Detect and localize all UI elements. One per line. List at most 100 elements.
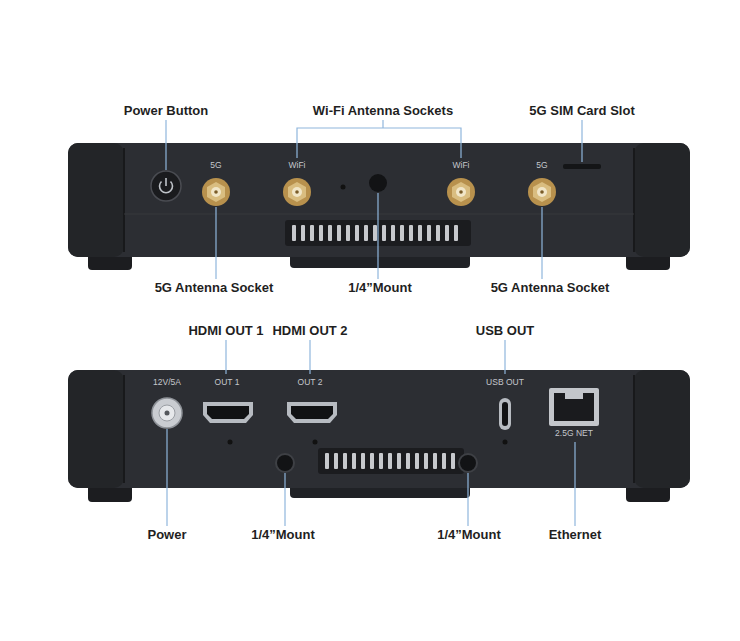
callout-label: 1/4”Mount bbox=[251, 528, 315, 542]
power-button bbox=[165, 178, 167, 186]
vent-slot bbox=[361, 453, 365, 469]
vent-slot bbox=[292, 225, 296, 241]
vent-slot bbox=[454, 225, 458, 241]
vent-slot bbox=[391, 225, 395, 241]
antenna-socket bbox=[533, 182, 551, 202]
vent-slot bbox=[364, 225, 368, 241]
device-rear bbox=[318, 448, 464, 474]
device-front bbox=[633, 148, 635, 252]
ethernet-port bbox=[554, 393, 594, 421]
power-jack bbox=[165, 411, 170, 416]
vent-slot bbox=[415, 453, 419, 469]
port-marking: 2.5G NET bbox=[555, 429, 593, 438]
ethernet-port bbox=[549, 388, 599, 426]
device-front bbox=[68, 143, 124, 257]
mount-hole bbox=[341, 174, 388, 192]
vent-slot bbox=[334, 453, 338, 469]
antenna-socket bbox=[456, 187, 466, 197]
vent-slot bbox=[409, 225, 413, 241]
antenna-socket bbox=[459, 190, 463, 194]
vent-slot bbox=[433, 453, 437, 469]
leader-line bbox=[377, 193, 378, 279]
callout-label: 5G SIM Card Slot bbox=[529, 104, 634, 118]
callout-label: 5G Antenna Socket bbox=[491, 281, 610, 295]
vent-slot bbox=[328, 225, 332, 241]
vent-slot bbox=[310, 225, 314, 241]
port-marking: WiFi bbox=[453, 161, 470, 170]
vent-slot bbox=[382, 225, 386, 241]
leader-line bbox=[382, 120, 383, 128]
vent-slot bbox=[319, 225, 323, 241]
antenna-socket bbox=[288, 182, 306, 202]
leader-line bbox=[166, 120, 582, 526]
mount-hole bbox=[459, 454, 477, 472]
antenna-socket bbox=[283, 178, 311, 206]
hdmi-port bbox=[203, 402, 337, 423]
vent-slot bbox=[427, 225, 431, 241]
leader-line bbox=[309, 340, 310, 374]
sim-slot bbox=[563, 164, 601, 169]
port-marking: USB OUT bbox=[486, 378, 524, 387]
antenna-socket bbox=[295, 190, 299, 194]
small-hole bbox=[503, 440, 508, 445]
power-button bbox=[151, 171, 181, 201]
vent-slot bbox=[406, 453, 410, 469]
vent-slot bbox=[397, 453, 401, 469]
device-front bbox=[634, 143, 690, 257]
leader-line bbox=[165, 120, 166, 170]
ethernet-port bbox=[565, 393, 583, 399]
mount-hole bbox=[369, 174, 387, 192]
device-rear bbox=[633, 375, 635, 483]
device-front bbox=[124, 214, 634, 215]
port-marking: 5G bbox=[210, 161, 221, 170]
power-jack bbox=[152, 398, 182, 428]
callout-label: USB OUT bbox=[476, 324, 535, 338]
port-marking: 5G bbox=[536, 161, 547, 170]
device-front bbox=[123, 148, 125, 252]
sim-slot bbox=[563, 164, 601, 169]
antenna-socket bbox=[537, 187, 547, 197]
antenna-socket bbox=[283, 178, 311, 206]
device-rear bbox=[123, 375, 125, 483]
mount-hole bbox=[341, 185, 346, 190]
vent-slot bbox=[355, 225, 359, 241]
callout-label: 1/4”Mount bbox=[437, 528, 501, 542]
hdmi-port bbox=[291, 406, 333, 419]
leader-line bbox=[504, 340, 505, 374]
vent-slot bbox=[343, 453, 347, 469]
hdmi-port bbox=[287, 402, 337, 423]
power-button bbox=[151, 171, 181, 201]
vent-slot bbox=[445, 225, 449, 241]
leader-line bbox=[284, 473, 285, 526]
power-jack bbox=[159, 405, 175, 421]
antenna-socket bbox=[447, 178, 475, 206]
antenna-socket bbox=[292, 187, 302, 197]
small-hole bbox=[228, 440, 508, 445]
port-marking: 12V/5A bbox=[153, 378, 181, 387]
antenna-socket bbox=[207, 182, 225, 202]
leader-line bbox=[574, 442, 575, 526]
callout-label: HDMI OUT 2 bbox=[272, 324, 347, 338]
callout-label: 5G Antenna Socket bbox=[155, 281, 274, 295]
vent-slot bbox=[424, 453, 428, 469]
antenna-socket bbox=[540, 190, 544, 194]
vent-slot bbox=[301, 225, 305, 241]
vent-slot bbox=[379, 453, 383, 469]
antenna-socket bbox=[528, 178, 556, 206]
vent-slot bbox=[352, 453, 356, 469]
antenna-socket bbox=[202, 178, 230, 206]
hdmi-port bbox=[207, 406, 249, 419]
vent-slot bbox=[451, 453, 455, 469]
antenna-socket bbox=[211, 187, 221, 197]
leader-line bbox=[297, 128, 461, 158]
antenna-socket bbox=[528, 178, 556, 206]
leader-line bbox=[581, 120, 582, 162]
leader-line bbox=[225, 340, 226, 374]
small-hole bbox=[228, 440, 233, 445]
antenna-socket bbox=[447, 178, 475, 206]
power-jack bbox=[152, 398, 182, 428]
leader-line bbox=[467, 473, 468, 526]
usb-c-port bbox=[502, 402, 508, 426]
leader-line bbox=[541, 207, 542, 279]
